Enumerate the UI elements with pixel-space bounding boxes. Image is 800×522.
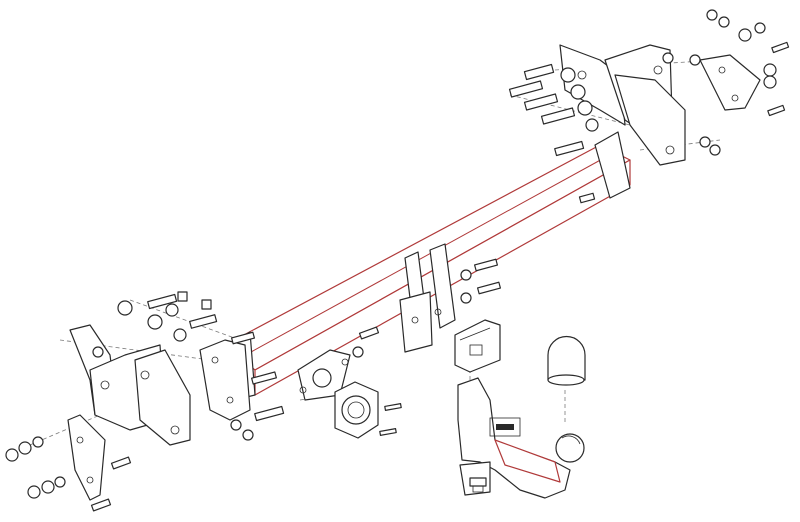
crossbar-beam [224,131,631,401]
tow-ball-receiver [454,319,501,373]
tow-ball-neck [457,377,585,499]
fastener-set [5,9,790,512]
electrical-socket [334,381,379,439]
socket-mounting-plate [297,349,351,401]
left-side-bracket [69,324,191,446]
left-lower-bracket [67,414,106,501]
right-side-bracket [559,44,686,166]
right-far-bracket [699,54,761,111]
tow-ball-cap [547,335,586,386]
receiver-hardware [469,477,487,493]
left-end-plate [199,339,251,421]
